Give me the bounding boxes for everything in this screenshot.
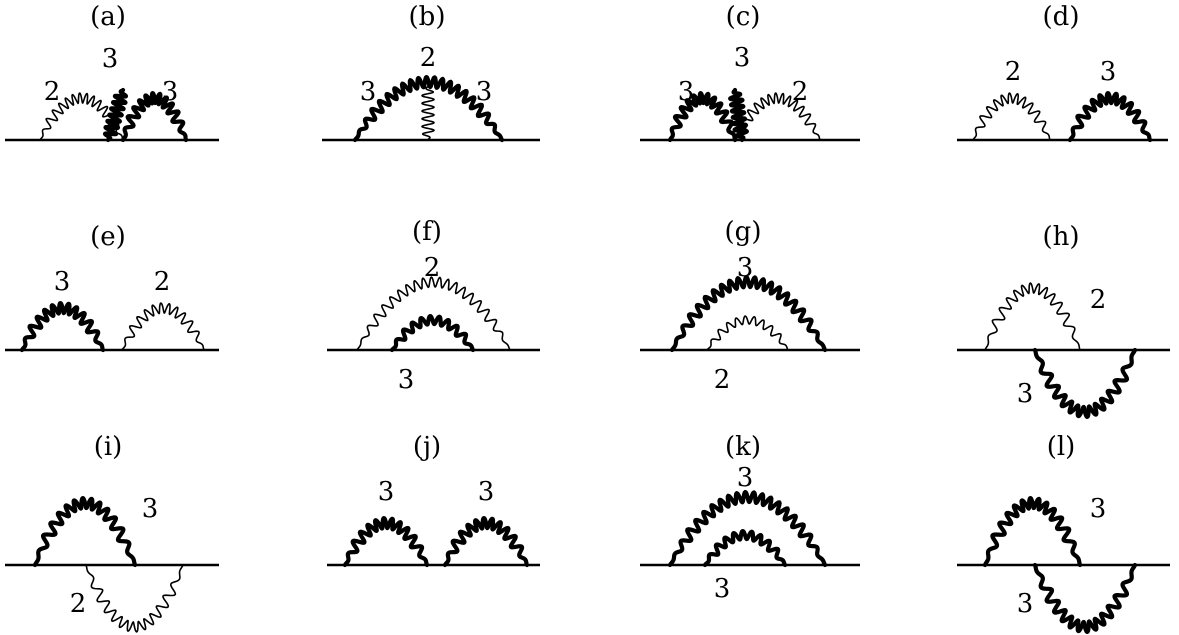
diagram-h-label: (h) <box>1042 222 1079 252</box>
photon-arc <box>120 91 189 143</box>
diagram-f-label: (f) <box>412 217 442 247</box>
photon-vertical <box>421 85 435 141</box>
photon-label: 3 <box>142 494 159 524</box>
diagram-c: (c) 3 3 2 <box>640 2 860 143</box>
photon-arc-lower <box>1032 562 1138 634</box>
photon-arc-inner <box>389 313 476 353</box>
photon-arc-lower <box>1032 347 1138 419</box>
photon-arc <box>667 91 738 143</box>
photon-arc <box>442 515 530 568</box>
photon-label: 2 <box>1090 285 1107 315</box>
photon-label: 2 <box>154 267 171 297</box>
diagram-g-label: (g) <box>725 217 762 247</box>
photon-arc <box>342 515 430 568</box>
diagram-e-label: (e) <box>90 222 126 252</box>
photon-label: 3 <box>734 43 751 73</box>
photon-label: 3 <box>1017 379 1034 409</box>
photon-arc <box>121 302 205 351</box>
diagram-a: (a) 3 2 3 <box>5 2 219 143</box>
photon-arc-outer <box>356 276 511 351</box>
photon-label: 3 <box>398 365 415 395</box>
photon-arc-upper <box>32 496 138 568</box>
photon-label: 3 <box>478 477 495 507</box>
photon-label: 3 <box>678 77 695 107</box>
diagram-b: (b) 2 3 3 <box>322 2 540 143</box>
photon-label: 2 <box>792 77 809 107</box>
photon-label: 3 <box>714 574 731 604</box>
photon-label: 2 <box>1005 57 1022 87</box>
photon-vertical <box>728 87 749 143</box>
diagram-l-label: (l) <box>1047 432 1076 462</box>
photon-arc-lower <box>85 564 184 633</box>
photon-label: 3 <box>360 77 377 107</box>
photon-label: 3 <box>54 267 71 297</box>
photon-arc <box>352 74 505 143</box>
diagram-j-label: (j) <box>413 432 441 462</box>
photon-arc <box>972 92 1051 141</box>
photon-label: 3 <box>737 463 754 493</box>
photon-label: 2 <box>420 43 437 73</box>
photon-vertical <box>102 87 129 143</box>
photon-arc <box>1067 90 1153 143</box>
photon-arc-outer <box>667 489 828 568</box>
photon-label: 2 <box>714 365 731 395</box>
photon-arc-inner <box>702 528 788 568</box>
photon-label: 3 <box>102 44 119 74</box>
photon-label: 2 <box>44 77 61 107</box>
diagram-l: (l) 3 3 <box>957 432 1170 634</box>
photon-label: 3 <box>162 77 179 107</box>
diagram-b-label: (b) <box>409 2 446 32</box>
photon-label: 3 <box>1090 494 1107 524</box>
diagram-i: (i) 3 2 <box>5 432 219 633</box>
diagram-j: (j) 3 3 <box>327 432 540 568</box>
photon-arc-upper <box>984 282 1081 351</box>
photon-arc <box>19 300 106 353</box>
photon-label: 3 <box>1017 589 1034 619</box>
photon-arc <box>734 92 821 141</box>
photon-arc-inner <box>706 315 789 351</box>
diagram-i-label: (i) <box>94 432 123 462</box>
photon-label: 2 <box>424 253 441 283</box>
diagram-k: (k) 3 3 <box>640 432 860 604</box>
photon-label: 3 <box>737 253 754 283</box>
diagram-c-label: (c) <box>726 2 761 32</box>
photon-arc-upper <box>982 496 1083 568</box>
diagram-f: (f) 2 3 <box>327 217 540 395</box>
photon-label: 3 <box>1100 57 1117 87</box>
diagram-e: (e) 3 2 <box>5 222 219 353</box>
diagram-g: (g) 3 2 <box>640 217 860 395</box>
diagram-k-label: (k) <box>725 432 761 462</box>
diagram-d: (d) 2 3 <box>957 2 1168 143</box>
photon-arc-outer <box>669 274 828 353</box>
photon-label: 3 <box>476 77 493 107</box>
diagram-h: (h) 2 3 <box>957 222 1170 419</box>
diagram-d-label: (d) <box>1043 2 1080 32</box>
photon-label: 2 <box>70 589 87 619</box>
photon-label: 3 <box>378 477 395 507</box>
diagram-a-label: (a) <box>90 2 126 32</box>
